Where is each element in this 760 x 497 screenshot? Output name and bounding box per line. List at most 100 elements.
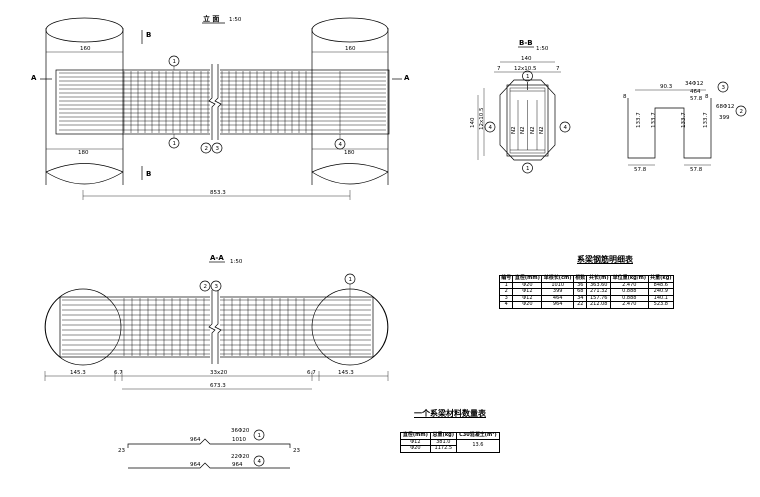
table-cell: Φ20	[512, 301, 543, 309]
stirrup-dim-height-2: 133.7	[651, 112, 657, 128]
bb-marker-4-right: 4	[564, 125, 568, 131]
elevation-markers: 1 1 2 3 4	[168, 55, 346, 154]
section-bb-scale: 1:50	[536, 46, 549, 52]
stirrup-dim-hook-left: 8	[623, 94, 627, 100]
left-pile	[45, 17, 124, 185]
table-cell: 22	[573, 301, 588, 309]
table-cell: 4	[498, 301, 514, 309]
stirrup-lines	[123, 71, 341, 133]
bb-bar-label-2: N2	[520, 126, 526, 134]
bar4-count: 22Φ20	[231, 454, 250, 460]
aa-marker-2: 2	[204, 284, 208, 290]
table-row: 4 Φ20 964 22 212.08 2.470 523.8	[498, 301, 675, 309]
bar-hook-right: 23	[293, 448, 300, 454]
stirrup-detail: 90.3 8 8 133.7 133.7 133.7 133.7 57.8 57…	[623, 81, 747, 173]
stirrup-n3-length: 464	[690, 89, 701, 95]
marker-1-bottom: 1	[173, 141, 177, 147]
table-cell: 964	[541, 301, 575, 309]
stirrup-marker-2: 2	[740, 109, 744, 115]
bar-detail-4	[128, 462, 290, 469]
stirrup-dim-height-1: 133.7	[636, 112, 642, 128]
rebar-table-title: 系梁钢筋明细表	[577, 255, 633, 264]
dim-total-length: 853.3	[210, 190, 226, 196]
aa-dim-gap-left: 6.7	[114, 370, 123, 376]
table-row: 3 Φ12 464 34 157.76 0.888 140.1	[498, 294, 675, 303]
bb-bar-label-3: N2	[530, 126, 536, 134]
stirrup-n2-length: 399	[719, 115, 730, 121]
aa-dim-left: 145.3	[70, 370, 86, 376]
material-table-title: 一个系梁材料数量表	[414, 409, 486, 418]
section-aa-title: A-A	[210, 254, 224, 262]
bar1-marker: 1	[258, 433, 262, 439]
bb-dim-side-left: 7	[497, 66, 501, 72]
bb-dim-side-right: 7	[556, 66, 560, 72]
bb-bar-label-1: N2	[511, 126, 517, 134]
table-row: Φ12 381.0 13.6	[400, 438, 501, 453]
section-bb-title: B-B	[519, 39, 533, 47]
bb-marker-1-bottom: 1	[526, 166, 530, 172]
bar4-length-a: 964	[190, 462, 201, 468]
bb-marker-1-top: 1	[526, 74, 530, 80]
dim-bottom-left: 180	[78, 150, 89, 156]
section-bb-view: B-B 1:50 140 12x10.5 7 7 N2 N2 N2 N2 140…	[470, 39, 571, 174]
material-table: 直径(mm) 总重(kg) C30混凝土(m³) Φ12 381.0 13.6 …	[400, 432, 501, 453]
bb-dim-width: 140	[521, 56, 532, 62]
aa-stirrup-lines	[123, 298, 351, 356]
bar-detail-1	[127, 438, 291, 448]
dim-top-right: 160	[345, 46, 356, 52]
bar-details: 964 36Φ20 1010 1 23 23 964 22Φ20 964 4	[118, 428, 300, 469]
table-cell: 212.08	[586, 301, 611, 309]
aa-dim-gap-right: 6.7	[307, 370, 316, 376]
table-cell: 523.8	[647, 301, 675, 309]
aa-marker-1: 1	[349, 277, 353, 283]
table-cell: 13.6	[455, 438, 501, 453]
section-mark-b-top: B	[146, 31, 151, 39]
stirrup-dim-height-3: 133.7	[681, 112, 687, 128]
elevation-dimensions: 160 160 180 180 853.3	[46, 46, 388, 200]
elevation-title: 立 面	[203, 14, 219, 23]
aa-marker-3: 3	[215, 284, 219, 290]
stirrup-dim-height-4: 133.7	[703, 112, 709, 128]
bb-octagon-outline	[499, 79, 556, 161]
aa-dim-right: 145.3	[338, 370, 354, 376]
bar1-length: 964	[190, 437, 201, 443]
bar1-count: 36Φ20	[231, 428, 250, 434]
right-pile	[311, 17, 389, 185]
break-line	[208, 64, 216, 140]
stirrup-dim-hook-right: 8	[705, 94, 709, 100]
section-aa-scale: 1:50	[230, 259, 243, 265]
longitudinal-bars	[59, 72, 386, 131]
marker-2: 2	[205, 146, 209, 152]
bb-marker-4-left: 4	[489, 125, 493, 131]
elevation-view: 立 面 1:50	[31, 14, 410, 200]
rebar-table-header: 编号 直径(mm) 单根长(cm) 根数 共长(m) 单位重(kg/m) 共重(…	[498, 275, 675, 283]
material-th-concrete: C30混凝土(m³)	[455, 432, 501, 440]
bb-bar-label-4: N2	[539, 126, 545, 134]
bb-dim-height: 140	[470, 117, 476, 128]
marker-1-top: 1	[173, 59, 177, 65]
bb-dim-spacing: 12x10.5	[514, 66, 537, 72]
stirrup-n3-label: 34Φ12	[685, 81, 703, 87]
stirrup-dim-width-right: 57.8	[690, 167, 703, 173]
marker-4: 4	[339, 142, 343, 148]
stirrup-n3-hook: 57.8	[690, 96, 703, 102]
stirrup-dim-width-left: 57.8	[634, 167, 647, 173]
dim-bottom-right: 180	[344, 150, 355, 156]
bar-hook-left: 23	[118, 448, 125, 454]
section-mark-a-right: A	[404, 74, 410, 82]
table-cell: Φ20	[400, 445, 431, 453]
table-cell: 1172.5	[429, 445, 457, 453]
elevation-scale: 1:50	[229, 17, 242, 23]
bb-dim-height-spacing: 12x10.5	[479, 107, 485, 130]
aa-dim-mid: 33x20	[210, 370, 228, 376]
table-row: Φ20 1172.5	[400, 445, 500, 453]
stirrup-marker-3: 3	[722, 85, 726, 91]
section-aa-view: A-A 1:50	[44, 254, 389, 390]
dim-top-left: 160	[80, 46, 91, 52]
marker-3: 3	[216, 146, 220, 152]
aa-dim-total: 673.3	[210, 383, 226, 389]
table-cell: 2.470	[609, 301, 649, 309]
section-mark-b-bottom: B	[146, 170, 151, 178]
bar4-marker: 4	[258, 459, 262, 465]
